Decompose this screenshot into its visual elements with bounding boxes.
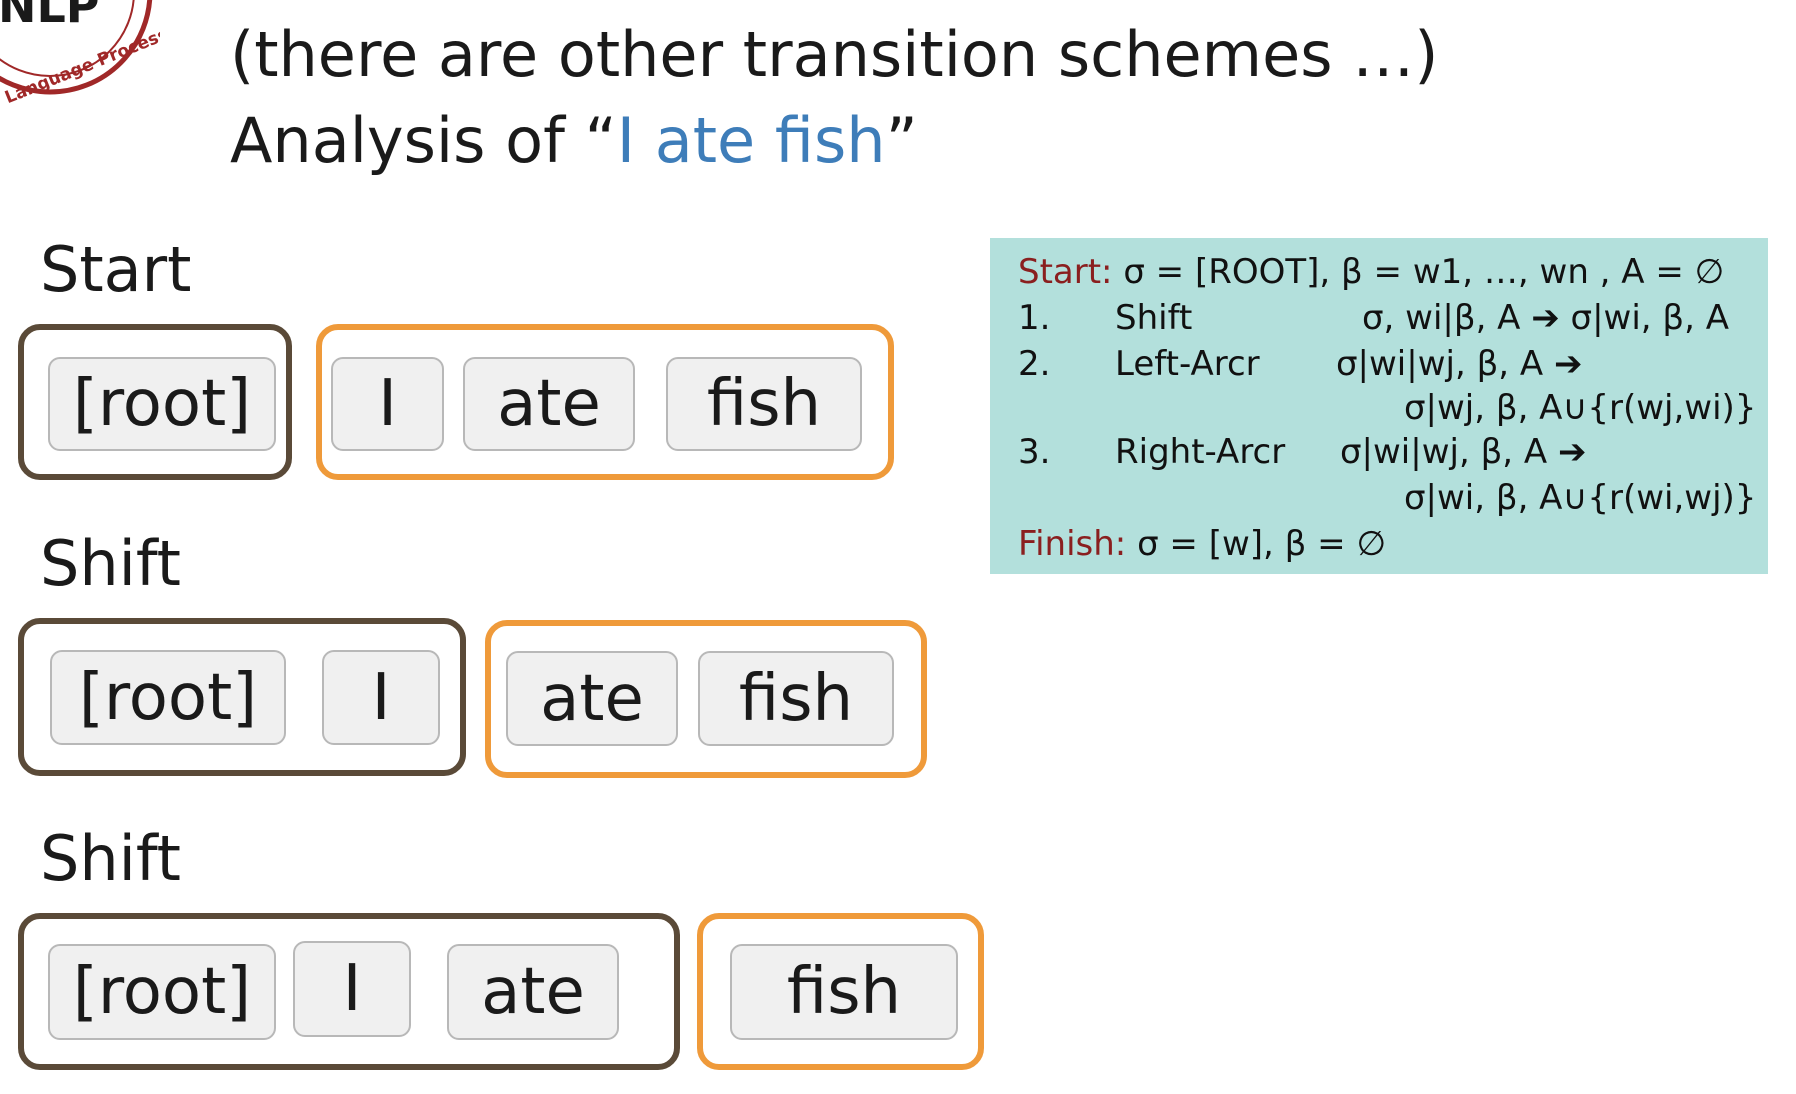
finish-label: Finish: — [1018, 524, 1127, 564]
buffer-token: fish — [666, 357, 862, 451]
rule-name: Left-Arcr — [1115, 344, 1260, 384]
title-highlight: I ate fish — [616, 104, 886, 177]
buffer-token: I — [331, 357, 444, 451]
stack-box — [18, 913, 680, 1070]
title-suffix: ” — [885, 104, 918, 177]
buffer-token: ate — [506, 651, 678, 746]
buffer-token: fish — [730, 944, 958, 1040]
rule-name: Shift — [1115, 298, 1193, 338]
rule-num: 3. — [1018, 432, 1051, 472]
stack-token: [root] — [50, 650, 286, 745]
title-line-2: Analysis of “I ate fish” — [230, 104, 918, 177]
step-label: Start — [40, 233, 192, 306]
rule-num: 1. — [1018, 298, 1051, 338]
stack-token: ate — [447, 944, 619, 1040]
rule-text: σ|wi|wj, β, A ➔ — [1336, 344, 1583, 384]
buffer-box — [316, 324, 894, 480]
step-label: Shift — [40, 527, 181, 600]
transition-rules-box: Start: σ = [ROOT], β = w1, …, wn , A = ∅… — [990, 238, 1768, 574]
buffer-box — [697, 913, 984, 1070]
rule-name: Right-Arcr — [1115, 432, 1286, 472]
rule-text: σ, wi|β, A ➔ σ|wi, β, A — [1362, 298, 1729, 338]
title-prefix: Analysis of “ — [230, 104, 617, 177]
rule-finish: Finish: σ = [w], β = ∅ — [1018, 524, 1386, 564]
stack-token: I — [322, 650, 440, 745]
stack-token: [root] — [48, 357, 276, 451]
rule-text: σ|wi|wj, β, A ➔ — [1340, 432, 1587, 472]
rule-text-cont: σ|wj, β, A∪{r(wj,wi)} — [1404, 388, 1757, 428]
start-label: Start: — [1018, 252, 1113, 292]
buffer-box — [485, 620, 927, 778]
rule-text-cont: σ|wi, β, A∪{r(wi,wj)} — [1404, 478, 1757, 518]
stack-token: I — [293, 941, 411, 1037]
buffer-token: ate — [463, 357, 635, 451]
rule-num: 2. — [1018, 344, 1051, 384]
finish-text: σ = [w], β = ∅ — [1137, 524, 1387, 564]
rule-start: Start: σ = [ROOT], β = w1, …, wn , A = ∅ — [1018, 252, 1724, 292]
title-line-1: (there are other transition schemes …) — [230, 18, 1439, 91]
stack-token: [root] — [48, 944, 276, 1040]
nlp-logo: NLP Language Processing — [0, 0, 160, 105]
buffer-token: fish — [698, 651, 894, 746]
step-label: Shift — [40, 822, 181, 895]
stack-box — [18, 618, 466, 776]
start-text: σ = [ROOT], β = w1, …, wn , A = ∅ — [1123, 252, 1725, 292]
stack-box — [18, 324, 292, 480]
logo-letters: NLP — [0, 0, 100, 33]
